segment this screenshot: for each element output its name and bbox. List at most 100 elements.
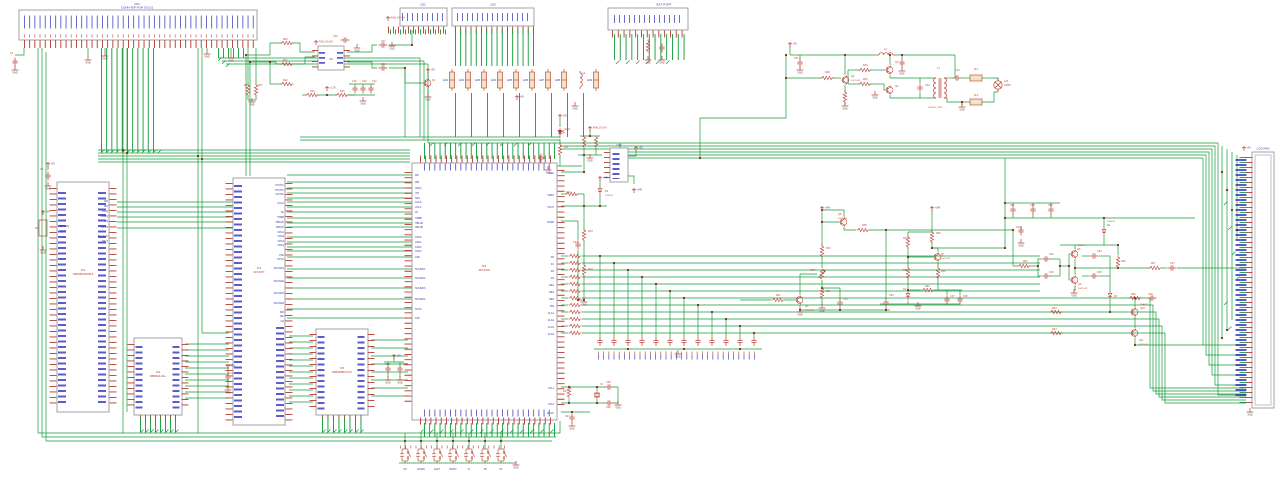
resistor[interactable]	[568, 274, 582, 280]
resistor[interactable]	[568, 295, 582, 301]
ground-symbol[interactable]	[644, 55, 652, 61]
capacitor[interactable]	[898, 58, 906, 68]
connector-cn3[interactable]: CN3	[451, 3, 535, 27]
resistor[interactable]	[568, 316, 582, 322]
ground-symbol[interactable]	[388, 41, 396, 47]
resistor[interactable]	[858, 67, 872, 73]
capacitor[interactable]	[378, 64, 388, 72]
push-button-down[interactable]	[415, 446, 428, 464]
resistor[interactable]	[819, 244, 825, 258]
capacitor[interactable]	[658, 43, 666, 53]
diode[interactable]	[1107, 291, 1113, 301]
capacitor[interactable]	[722, 336, 730, 347]
power-symbol[interactable]	[787, 42, 793, 48]
power-symbol[interactable]	[514, 95, 520, 101]
capacitor[interactable]	[351, 84, 359, 94]
resistor[interactable]	[568, 267, 582, 273]
crystal[interactable]	[593, 389, 601, 401]
capacitor[interactable]	[610, 336, 618, 347]
ground-symbol[interactable]	[1070, 288, 1078, 294]
capacitor[interactable]	[638, 336, 646, 347]
push-button-st[interactable]	[495, 446, 508, 464]
capacitor[interactable]	[882, 298, 890, 308]
resistor[interactable]	[335, 92, 349, 98]
capacitor[interactable]	[916, 83, 924, 93]
resistor[interactable]	[557, 143, 563, 157]
resistor[interactable]	[568, 309, 582, 315]
ext-port-connector[interactable]: EXT PORT	[607, 3, 689, 31]
ground-symbol[interactable]	[871, 90, 879, 96]
capacitor[interactable]	[943, 295, 951, 305]
transistor[interactable]	[1069, 275, 1079, 285]
resistor[interactable]	[1148, 265, 1162, 271]
capacitor[interactable]	[666, 336, 674, 347]
capacitor[interactable]	[952, 74, 962, 82]
resistor[interactable]	[593, 135, 599, 149]
resistor[interactable]	[820, 75, 834, 81]
resistor[interactable]	[568, 281, 582, 287]
power-symbol[interactable]	[631, 188, 637, 194]
capacitor[interactable]	[624, 336, 632, 347]
power-symbol[interactable]	[1241, 146, 1247, 152]
capacitor[interactable]	[836, 298, 844, 308]
diode[interactable]	[597, 186, 603, 196]
resistor[interactable]	[568, 253, 582, 259]
capacitor[interactable]	[367, 84, 375, 94]
filter-block[interactable]	[969, 74, 983, 82]
resistor[interactable]	[568, 260, 582, 266]
resistor[interactable]	[1115, 255, 1121, 269]
ground-symbol[interactable]	[658, 55, 666, 61]
capacitor[interactable]	[750, 336, 758, 347]
ground-symbol[interactable]	[841, 101, 849, 107]
resistor[interactable]	[305, 92, 319, 98]
ground-symbol[interactable]	[796, 65, 804, 71]
resistor[interactable]	[1017, 263, 1031, 269]
capacitor[interactable]	[652, 336, 660, 347]
ground-symbol[interactable]	[1246, 407, 1254, 413]
capacitor[interactable]	[1041, 272, 1051, 280]
resistor[interactable]	[929, 230, 935, 244]
diode[interactable]	[1101, 227, 1107, 237]
inductor[interactable]	[876, 52, 896, 56]
push-button-up[interactable]	[399, 446, 412, 464]
ground-symbol[interactable]	[898, 66, 906, 72]
capacitor[interactable]	[604, 383, 614, 391]
transistor[interactable]	[932, 252, 942, 262]
ground-symbol[interactable]	[101, 51, 109, 57]
push-button-right[interactable]	[447, 446, 460, 464]
ground-symbol[interactable]	[84, 55, 92, 61]
resistor[interactable]	[568, 288, 582, 294]
emi-filter[interactable]	[496, 68, 504, 92]
ground-symbol[interactable]	[1017, 238, 1025, 244]
power-symbol[interactable]	[587, 126, 593, 132]
push-button-tl[interactable]	[463, 446, 476, 464]
power-symbol[interactable]	[929, 206, 935, 212]
capacitor[interactable]	[680, 336, 688, 347]
ground-symbol[interactable]	[571, 101, 579, 107]
cartridge-connector-cn1[interactable]: CN1 CONN 45P FOR GG D1	[18, 2, 258, 41]
power-symbol[interactable]	[425, 68, 431, 74]
capacitor[interactable]	[11, 57, 19, 67]
power-symbol[interactable]	[313, 40, 319, 46]
ground-symbol[interactable]	[353, 43, 361, 49]
resistor[interactable]	[568, 330, 582, 336]
backlight-lamp[interactable]	[993, 77, 1003, 93]
resistor[interactable]	[280, 40, 294, 46]
ground-symbol[interactable]	[586, 153, 594, 159]
emi-filter[interactable]	[512, 68, 520, 92]
power-symbol[interactable]	[385, 16, 391, 22]
capacitor[interactable]	[359, 84, 367, 94]
filter-block[interactable]	[38, 219, 48, 237]
ground-symbol[interactable]	[396, 375, 404, 381]
power-symbol[interactable]	[324, 86, 330, 92]
resistor[interactable]	[568, 323, 582, 329]
ic3-vdp-asic[interactable]: IC3 315-5378	[411, 162, 558, 421]
connector-inner[interactable]	[1254, 154, 1272, 406]
power-symbol[interactable]	[45, 162, 51, 168]
capacitor[interactable]	[604, 399, 614, 407]
ground-symbol[interactable]	[39, 245, 47, 251]
emi-filter[interactable]	[464, 68, 472, 92]
diode[interactable]	[905, 291, 911, 301]
trimmer[interactable]	[818, 268, 826, 280]
push-button-left[interactable]	[431, 446, 444, 464]
